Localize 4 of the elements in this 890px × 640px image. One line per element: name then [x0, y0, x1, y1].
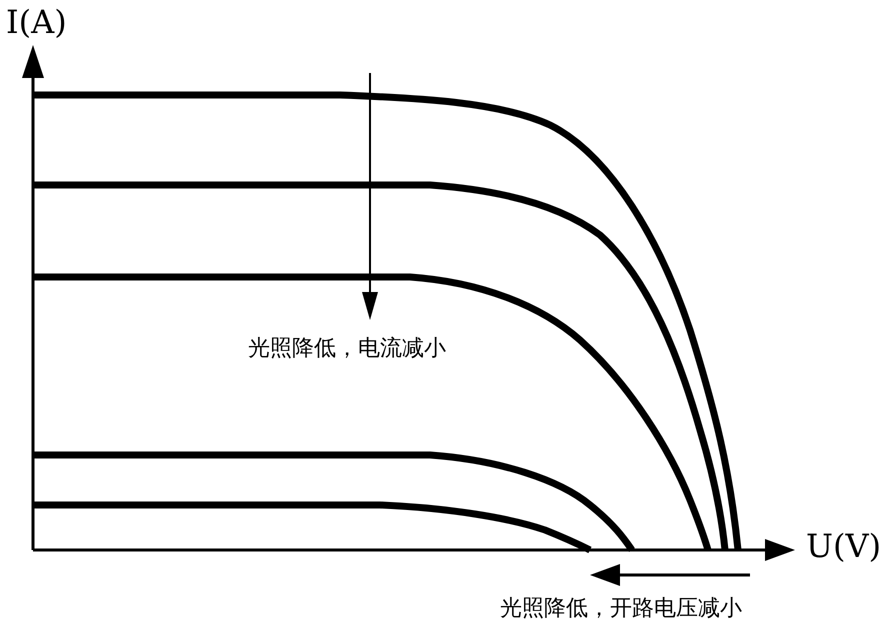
axis-label: I(A)	[6, 6, 67, 38]
axis-label: U(V)	[806, 530, 882, 562]
annotation-text: 光照降低，开路电压减小	[500, 598, 742, 620]
annotation-text: 光照降低，电流减小	[248, 338, 446, 360]
